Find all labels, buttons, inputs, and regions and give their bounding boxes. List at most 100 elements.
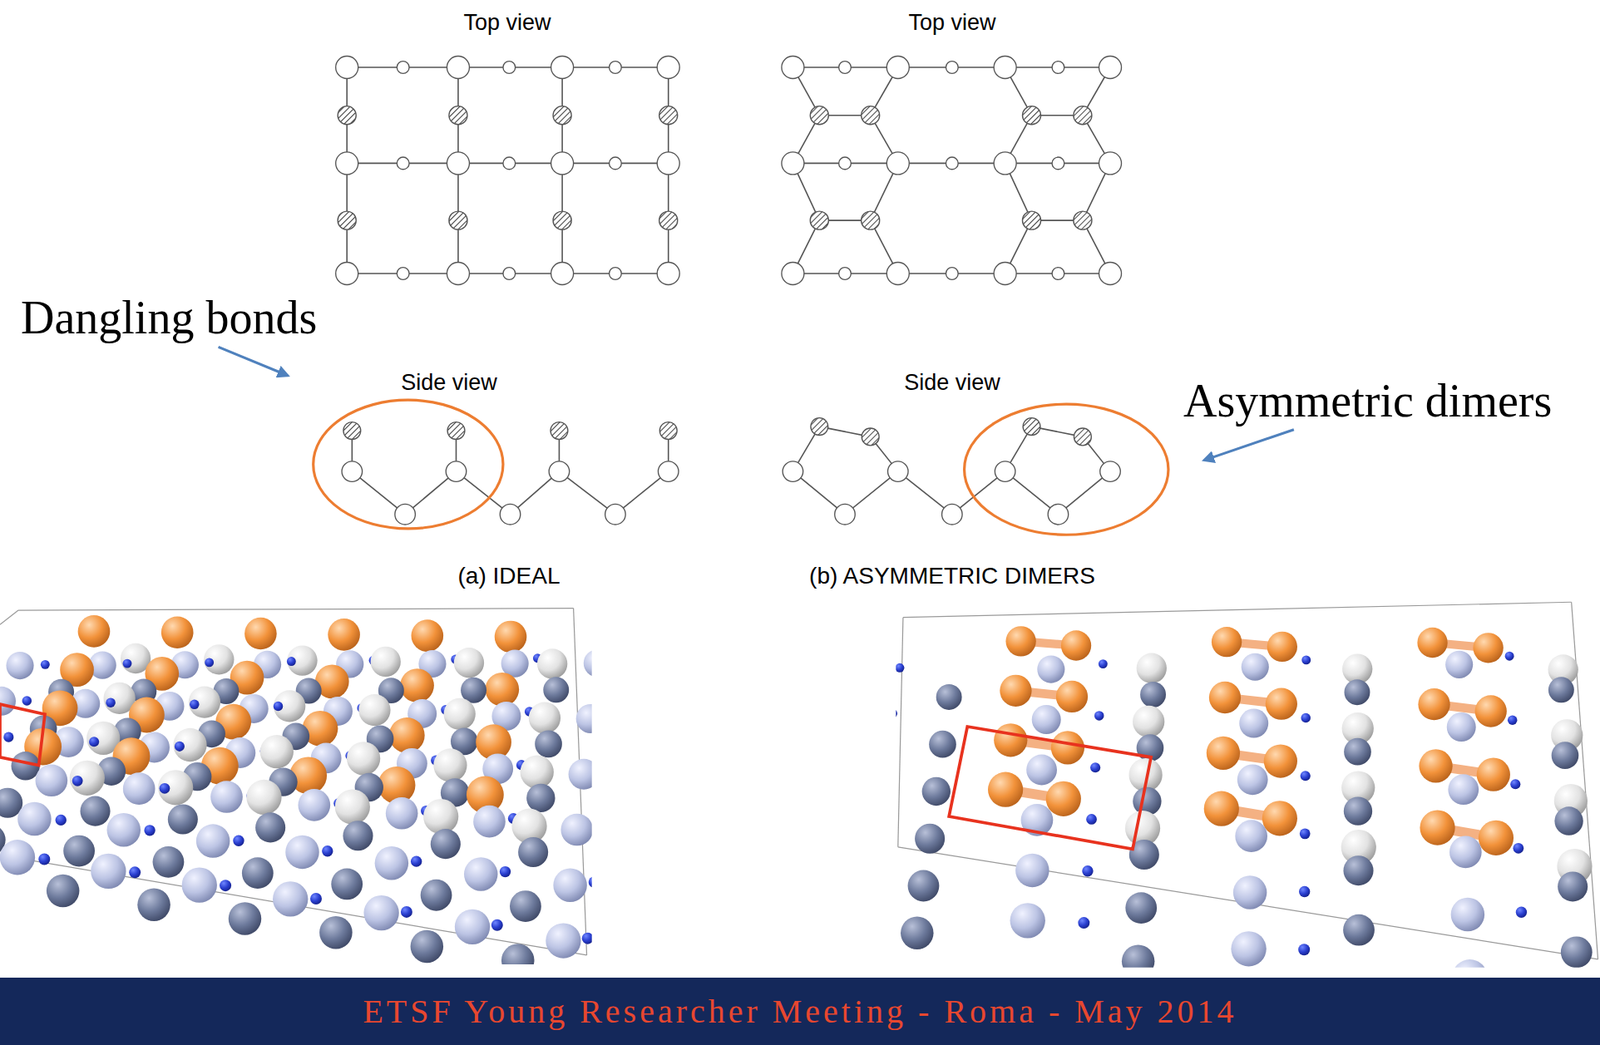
substrate-atom-small [503,61,516,75]
subsurface-atom [528,701,561,734]
substrate-atom-small [396,61,410,75]
bulk-atom [1554,806,1583,835]
bulk-atom [1230,931,1266,967]
surface-atom [659,422,677,440]
substrate-atom [446,152,470,175]
substrate-atom [942,503,963,525]
subsurface-atom [537,648,568,679]
dimer-atom [1211,627,1242,657]
substrate-atom [782,461,804,483]
bulk-atom-small [1516,907,1527,919]
substrate-atom [1047,503,1069,525]
dimer-atom [1061,630,1092,661]
bulk-atom-small [72,775,84,787]
pointer-arrow [218,346,288,376]
surface-atom [659,211,678,230]
substrate-atom-small [945,61,959,75]
callout-text: Dangling bonds [20,294,317,341]
bulk-atom [342,820,373,851]
bulk-atom [545,923,581,959]
dimer-atom [1056,681,1088,713]
bulk-atom [1343,797,1373,826]
bulk-atom-small [499,866,511,878]
bulk-atom-small [273,701,284,712]
dimer-atom [1204,791,1240,827]
substrate-atom [551,261,574,285]
bulk-atom [1548,676,1575,703]
dimer-atom [999,675,1032,707]
bulk-atom-small [310,893,322,905]
substrate-atom-small [396,157,410,170]
bulk-atom [509,890,542,923]
bulk-atom-small [1300,770,1311,781]
bulk-atom-small [204,657,214,667]
callout-text: Asymmetric dimers [1183,377,1552,425]
bulk-atom-small [174,741,185,752]
bulk-atom [285,835,319,870]
substrate-atom-small [839,61,852,75]
bulk-atom [46,874,80,909]
substrate-atom [993,152,1017,175]
bulk-atom [568,759,593,791]
bulk-atom [1344,679,1371,706]
substrate-atom-small [839,157,852,170]
surface-atom [553,106,572,125]
bulk-atom [1343,914,1375,947]
view-title: Side view [903,371,1001,395]
bulk-atom [1015,854,1049,889]
bulk-atom [35,764,69,797]
surface-atom [861,106,880,125]
bulk-atom-small [491,919,504,932]
subsurface-atom [188,686,221,718]
subsurface-atom [370,646,401,677]
substrate-atom [657,461,679,483]
surface-atom [161,616,194,649]
bulk-atom [90,854,126,889]
cell-edge [903,602,1572,618]
bulk-atom-small [22,696,33,707]
bulk-atom [210,780,243,814]
surface-atom [484,672,519,707]
substrate-atom-small [609,157,623,170]
surface-atom [809,211,829,230]
dimer-atom [1265,688,1298,721]
bulk-atom [526,784,555,813]
bulk-atom-small [321,845,333,857]
bulk-atom-small [895,663,904,673]
bulk-atom [908,870,940,903]
substrate-atom-small [945,267,959,281]
highlight-rectangle [948,726,1151,850]
subsurface-atom [346,741,381,776]
substrate-atom [335,261,359,285]
surface-atom [1022,211,1041,230]
surface-atom [411,619,445,652]
substrate-atom [446,261,470,285]
bulk-atom [1449,836,1482,870]
bulk-atom-small [1298,886,1310,898]
dimer-atom [1418,749,1452,783]
bulk-atom-small [55,814,67,826]
substrate-atom [1100,461,1121,483]
subsurface-atom [335,789,371,825]
bulk-atom [1343,855,1373,886]
bulk-atom-small [159,783,171,795]
bulk-atom [928,730,957,759]
bulk-atom [182,867,218,903]
bulk-atom [1551,741,1580,770]
substrate-atom [886,152,909,175]
bulk-atom-small [40,660,50,670]
subsurface-atom [273,690,306,722]
surface-atom [343,422,361,440]
bulk-atom [241,857,274,889]
surface-atom [861,211,880,230]
dimer-atom [1206,736,1240,771]
bulk-atom [1445,651,1473,679]
surface-atom [337,211,356,230]
bulk-atom-small [88,736,99,747]
bulk-atom [936,684,963,711]
bulk-atom-small [1301,655,1311,665]
dimer-atom [1419,809,1455,845]
